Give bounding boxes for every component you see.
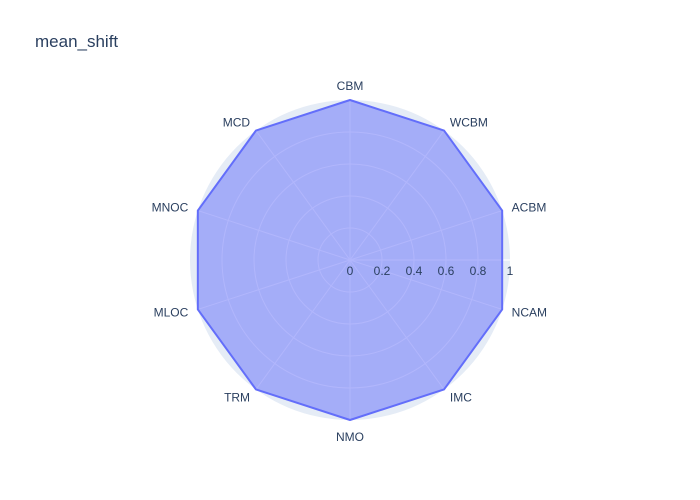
category-label: NCAM <box>512 306 547 320</box>
category-label: MCD <box>223 115 251 129</box>
category-label: IMC <box>450 391 472 405</box>
chart-title: mean_shift <box>35 32 119 51</box>
radial-tick-label: 0.4 <box>406 264 423 278</box>
radial-tick-label: 0.6 <box>438 264 455 278</box>
category-label: CBM <box>337 79 364 93</box>
category-label: TRM <box>224 391 250 405</box>
radial-tick-label: 0 <box>347 264 354 278</box>
category-label: WCBM <box>450 115 488 129</box>
radial-tick-label: 0.8 <box>470 264 487 278</box>
radial-tick-label: 0.2 <box>374 264 391 278</box>
category-label: NMO <box>336 430 364 444</box>
series-area <box>196 99 504 421</box>
category-label: MLOC <box>154 306 189 320</box>
category-label: ACBM <box>512 200 547 214</box>
radial-tick-label: 1 <box>507 264 514 278</box>
category-label: MNOC <box>152 200 189 214</box>
